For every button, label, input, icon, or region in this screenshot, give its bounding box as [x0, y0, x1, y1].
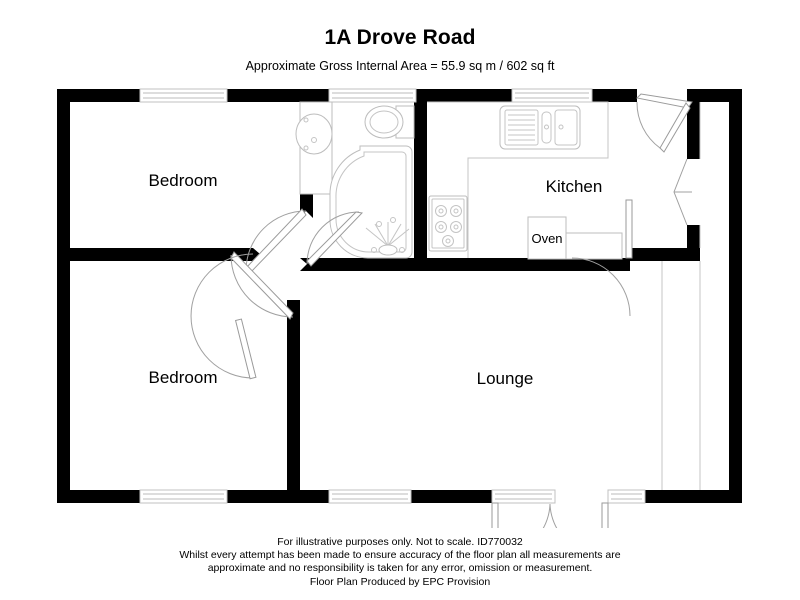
door-hall-lounge	[190, 253, 257, 380]
porch-fixtures	[661, 102, 701, 490]
wall-top-porch	[687, 89, 742, 102]
wall-bottom-lounge-b	[645, 490, 742, 503]
toilet-seat-icon	[369, 110, 399, 134]
footer-line-1: For illustrative purposes only. Not to s…	[277, 536, 523, 548]
basin-icon	[295, 113, 333, 155]
wall-bottom-left	[57, 490, 140, 503]
basin-drain-icon	[311, 137, 317, 143]
wall-porch-divider	[629, 248, 700, 261]
wall-right-outer	[729, 89, 742, 503]
wall-bedroom-lower-right	[287, 300, 300, 503]
wall-top-right	[592, 89, 637, 102]
window-group	[139, 88, 646, 504]
wall-kitchen-lounge-right	[622, 258, 630, 271]
wall-kitchen-lounge	[427, 258, 630, 271]
wall-bedroom-divider	[57, 248, 253, 261]
window-lounge-bottom-mid	[491, 489, 556, 504]
wall-bath-kitchen-vert	[414, 89, 427, 267]
door-bedroom-lower	[230, 251, 294, 320]
page-title: 1A Drove Road	[324, 26, 476, 49]
room-label-oven: Oven	[531, 231, 562, 246]
room-label-lounge: Lounge	[477, 369, 534, 388]
shower-bath-icon	[329, 145, 413, 259]
window-lounge-bottom-left	[328, 489, 412, 504]
wall-porch-kitchen-side	[629, 89, 637, 102]
basin-tap-right-icon	[303, 145, 309, 151]
oven-counter-right-icon	[565, 232, 623, 260]
bathroom-fixtures	[295, 101, 415, 259]
kitchen-counter-top-icon	[427, 101, 609, 258]
room-label-bedroom-upper: Bedroom	[149, 171, 218, 190]
door-lounge-french	[491, 502, 609, 528]
wall-hall-bottom	[320, 258, 427, 271]
plan-header: 1A Drove Road Approximate Gross Internal…	[0, 0, 800, 74]
plan-footer: For illustrative purposes only. Not to s…	[0, 536, 800, 589]
footer-line-3: approximate and no responsibility is tak…	[207, 562, 593, 575]
wall-group	[57, 89, 742, 503]
plan-area-subtitle: Approximate Gross Internal Area = 55.9 s…	[245, 59, 555, 74]
wall-top-mid	[227, 89, 329, 102]
window-bedroom-lower-bottom	[139, 489, 228, 504]
room-label-kitchen: Kitchen	[546, 177, 603, 196]
door-bedroom-upper	[245, 208, 307, 275]
footer-line-4: Floor Plan Produced by EPC Provision	[309, 575, 491, 588]
sink-taps-icon	[541, 111, 552, 144]
wall-top-left	[57, 89, 140, 102]
sink-basin-icon	[554, 109, 578, 146]
window-bedroom-upper-top	[139, 88, 228, 103]
wall-bottom-lounge-a	[411, 490, 492, 503]
wall-porch-inner-vert	[687, 89, 700, 159]
kitchen-fixtures	[427, 101, 623, 260]
window-kitchen-top	[511, 88, 593, 103]
sink-unit-icon	[499, 105, 581, 150]
wall-top-bath-kitchen	[416, 89, 512, 102]
floor-plan-drawing: Bedroom Bedroom Kitchen Lounge Oven	[57, 88, 742, 528]
door-group	[190, 93, 693, 528]
sink-drainer-icon	[504, 109, 539, 146]
window-bathroom-top	[328, 88, 417, 103]
hob-burners-icon	[435, 205, 462, 247]
shower-bath-inner-icon	[335, 151, 407, 253]
door-front-entry	[635, 93, 693, 153]
footer-line-2: Whilst every attempt has been made to en…	[179, 549, 621, 562]
wall-bottom-mid	[227, 490, 329, 503]
room-label-bedroom-lower: Bedroom	[149, 368, 218, 387]
shower-spray-icon	[365, 217, 410, 256]
basin-tap-left-icon	[303, 117, 309, 123]
door-bathroom	[306, 211, 364, 267]
door-kitchen-hall	[571, 199, 633, 317]
window-lounge-bottom-right	[607, 489, 646, 504]
door-porch-inner	[673, 158, 692, 226]
wall-left-outer	[57, 89, 70, 503]
